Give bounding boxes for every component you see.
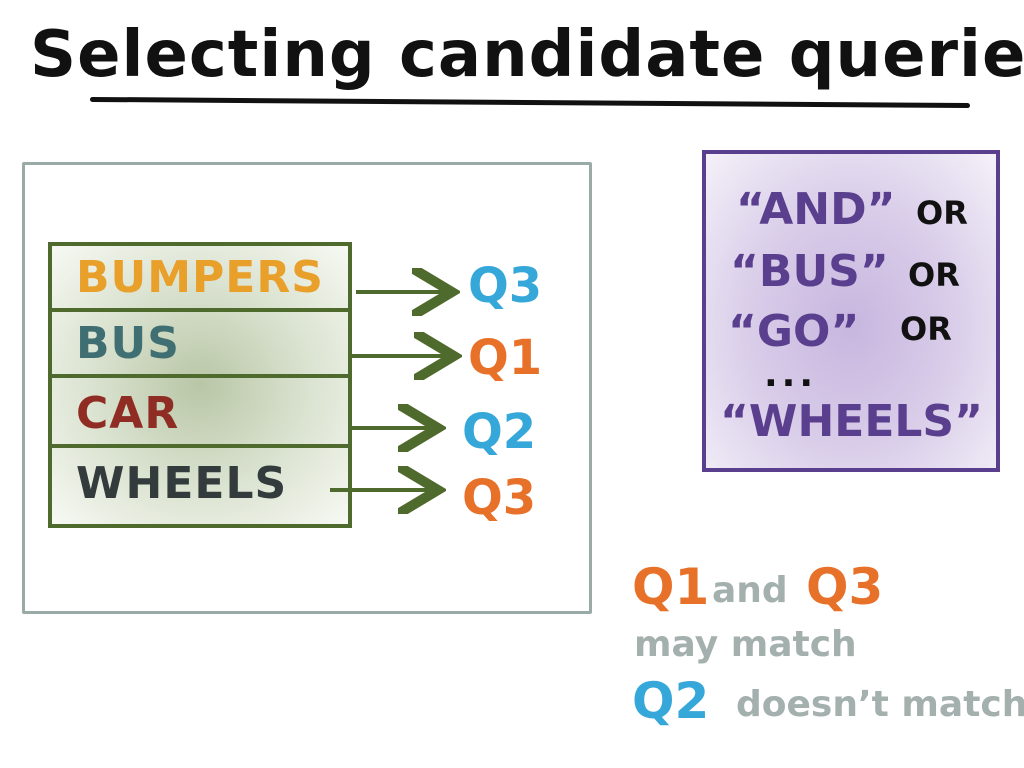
term-row-car: CAR <box>52 382 348 448</box>
query-word: “BUS” <box>730 246 889 297</box>
or-connector: OR <box>916 194 968 232</box>
legend-doesnt-match: doesn’t match <box>736 684 1024 725</box>
term-label: WHEELS <box>76 457 288 509</box>
query-word: “WHEELS” <box>720 396 984 447</box>
or-connector: OR <box>908 256 960 294</box>
term-label: BUS <box>76 317 180 369</box>
term-row-wheels: WHEELS <box>52 450 348 516</box>
term-row-bus: BUS <box>52 312 348 378</box>
legend-q1: Q1 <box>632 558 710 616</box>
legend-q2: Q2 <box>632 672 710 730</box>
term-list: BUMPERS BUS CAR WHEELS <box>48 242 352 528</box>
term-row-bumpers: BUMPERS <box>52 246 348 312</box>
legend-and: and <box>712 570 788 611</box>
query-label-bus: Q1 <box>468 330 543 386</box>
term-label: CAR <box>76 387 180 439</box>
term-index-frame <box>22 162 592 614</box>
or-connector: OR <box>900 310 952 348</box>
query-word: “GO” <box>728 306 860 357</box>
legend-may-match: may match <box>634 624 857 665</box>
query-label-bumpers: Q3 <box>468 258 543 314</box>
ellipsis: ... <box>764 354 818 395</box>
query-word: “AND” <box>736 184 896 235</box>
query-label-wheels: Q3 <box>462 470 537 526</box>
query-label-car: Q2 <box>462 404 537 460</box>
legend-q3: Q3 <box>806 558 884 616</box>
term-label: BUMPERS <box>76 251 324 303</box>
diagram-title: Selecting candidate queries <box>30 18 1024 92</box>
candidate-query-box: “AND” OR “BUS” OR “GO” OR ... “WHEELS” <box>702 150 1000 472</box>
